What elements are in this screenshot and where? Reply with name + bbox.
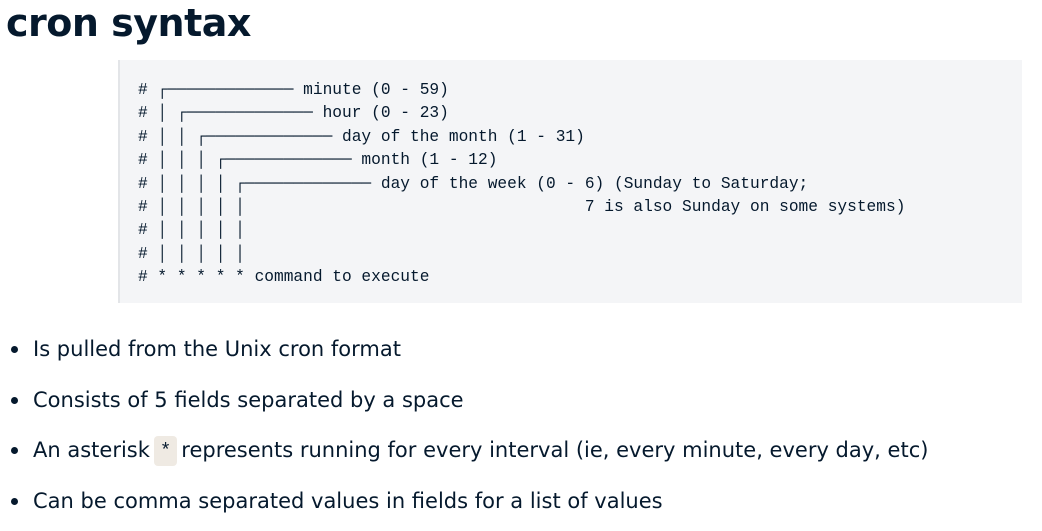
list-item: Is pulled from the Unix cron format [10,329,928,380]
bullet-icon [11,498,18,505]
list-item: Can be comma separated values in fields … [10,481,928,531]
list-item-text: An asterisk [33,438,150,462]
list-item-text: Can be comma separated values in fields … [33,489,663,513]
list-item-text: Consists of 5 fields separated by a spac… [33,388,464,412]
inline-code-asterisk: * [154,436,177,466]
list-item: Consists of 5 fields separated by a spac… [10,380,928,431]
page-title: cron syntax [6,0,251,46]
cron-syntax-code: # ┌───────────── minute (0 - 59) # │ ┌──… [138,79,905,290]
bullet-icon [11,346,18,353]
list-item-text: Is pulled from the Unix cron format [33,337,401,361]
code-block: # ┌───────────── minute (0 - 59) # │ ┌──… [118,60,1022,303]
bullet-list: Is pulled from the Unix cron format Cons… [10,329,928,531]
bullet-icon [11,447,18,454]
list-item-text: represents running for every interval (i… [181,438,928,462]
bullet-icon [11,397,18,404]
list-item: An asterisk*represents running for every… [10,430,928,481]
